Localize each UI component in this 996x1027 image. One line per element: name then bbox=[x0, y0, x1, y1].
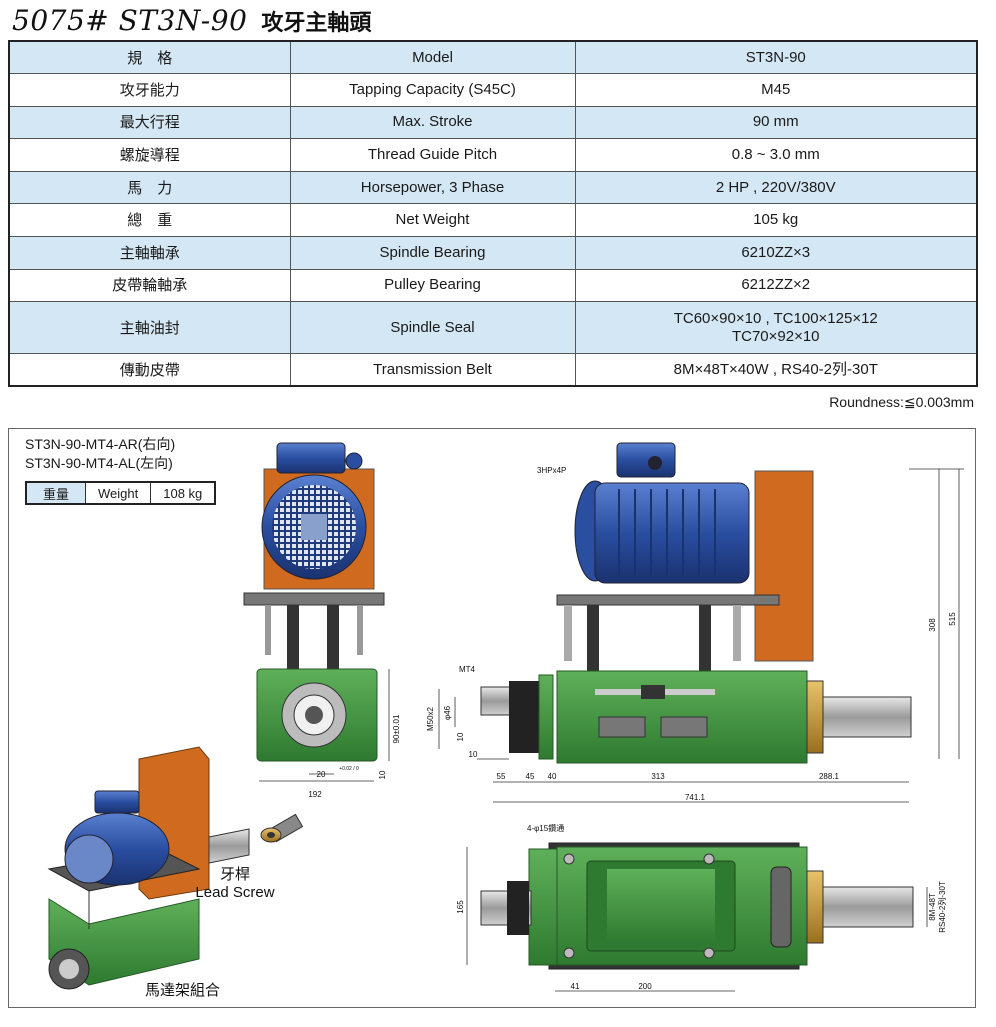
page-title: 5075# ST3N-90 攻牙主軸頭 bbox=[12, 4, 371, 40]
front-view bbox=[243, 442, 390, 782]
dim-741: 741.1 bbox=[685, 793, 706, 802]
motor-spec-label: 3HPx4P bbox=[537, 466, 566, 475]
spec-label-en: Net Weight bbox=[289, 203, 576, 238]
spec-label-en: Model bbox=[289, 40, 576, 75]
spec-label-cn: 最大行程 bbox=[8, 105, 291, 140]
spec-label-en: Spindle Seal bbox=[289, 301, 576, 355]
dim-90: 90±0.01 bbox=[392, 714, 401, 743]
model-number: 5075# ST3N-90 bbox=[12, 4, 248, 37]
spec-value: M45 bbox=[574, 73, 978, 107]
spec-value: 2 HP , 220V/380V bbox=[574, 170, 978, 205]
dim-10c: 10 bbox=[469, 750, 478, 759]
dim-41: 41 bbox=[571, 982, 580, 991]
dim-20-tol: +0.02 / 0 bbox=[339, 766, 359, 772]
bolt-holes-label: 4-φ15鑽通 bbox=[527, 823, 564, 833]
dim-313: 313 bbox=[651, 772, 665, 781]
lead-screw-part bbox=[260, 813, 304, 843]
dim-45: 45 bbox=[526, 772, 535, 781]
variant-ar: ST3N-90-MT4-AR(右向) bbox=[25, 436, 176, 452]
dim-10b: 10 bbox=[456, 732, 465, 741]
spec-label-en: Spindle Bearing bbox=[289, 236, 576, 270]
dim-288: 288.1 bbox=[819, 772, 840, 781]
spec-label-cn: 規 格 bbox=[8, 40, 291, 75]
weight-table: 重量 Weight 108 kg bbox=[25, 481, 217, 505]
technical-drawing: 牙桿 Lead Screw 馬達架組合 3HPx4P MT4 4-φ15鑽通 2… bbox=[47, 442, 964, 999]
dim-192: 192 bbox=[308, 790, 322, 799]
spec-label-cn: 攻牙能力 bbox=[8, 73, 291, 107]
dim-515: 515 bbox=[948, 612, 957, 626]
spec-label-cn: 主軸油封 bbox=[8, 301, 291, 355]
drawing-panel: ST3N-90-MT4-AR(右向) ST3N-90-MT4-AL(左向) 重量… bbox=[8, 428, 976, 1008]
spec-label-en: Transmission Belt bbox=[289, 353, 576, 387]
dim-m50: M50x2 bbox=[426, 706, 435, 731]
spec-label-en: Tapping Capacity (S45C) bbox=[289, 73, 576, 107]
variant-list: ST3N-90-MT4-AR(右向) ST3N-90-MT4-AL(左向) bbox=[25, 435, 175, 473]
mt4-label: MT4 bbox=[459, 665, 476, 674]
weight-en: Weight bbox=[85, 481, 152, 505]
belt-spec-2: RS40-2列-30T bbox=[937, 881, 947, 933]
roundness-note: Roundness:≦0.003mm bbox=[829, 394, 974, 410]
dim-40: 40 bbox=[548, 772, 557, 781]
dim-55: 55 bbox=[497, 772, 506, 781]
spec-label-en: Thread Guide Pitch bbox=[289, 138, 576, 172]
motor-mount-label: 馬達架組合 bbox=[145, 982, 220, 999]
spec-label-cn: 螺旋導程 bbox=[8, 138, 291, 172]
spec-value: 0.8 ~ 3.0 mm bbox=[574, 138, 978, 172]
spec-value: 90 mm bbox=[574, 105, 978, 140]
spec-value-line: TC70×92×10 bbox=[731, 327, 820, 345]
weight-value: 108 kg bbox=[150, 481, 216, 505]
variant-al: ST3N-90-MT4-AL(左向) bbox=[25, 455, 173, 471]
spec-label-en: Max. Stroke bbox=[289, 105, 576, 140]
side-view bbox=[438, 442, 964, 803]
spec-value: ST3N-90 bbox=[574, 40, 978, 75]
spec-label-cn: 總 重 bbox=[8, 203, 291, 238]
belt-spec-1: 8M-48T bbox=[928, 893, 937, 921]
lead-screw-label-en: Lead Screw bbox=[195, 884, 274, 901]
spec-value: 8M×48T×40W , RS40-2列-30T bbox=[574, 353, 978, 387]
spec-label-cn: 皮帶輪軸承 bbox=[8, 268, 291, 303]
spec-label-en: Horsepower, 3 Phase bbox=[289, 170, 576, 205]
spec-value: 6212ZZ×2 bbox=[574, 268, 978, 303]
dim-10a: 10 bbox=[378, 770, 387, 779]
plan-view bbox=[466, 842, 928, 992]
spec-value: 6210ZZ×3 bbox=[574, 236, 978, 270]
dim-165: 165 bbox=[456, 900, 465, 914]
dim-20: 20 bbox=[317, 770, 326, 779]
dim-phi46: φ46 bbox=[443, 705, 452, 720]
spec-value-line: TC60×90×10 , TC100×125×12 bbox=[673, 309, 878, 327]
spec-label-cn: 馬 力 bbox=[8, 170, 291, 205]
dim-308: 308 bbox=[928, 618, 937, 632]
spec-value: 105 kg bbox=[574, 203, 978, 238]
weight-cn: 重量 bbox=[25, 481, 87, 505]
spec-label-cn: 傳動皮帶 bbox=[8, 353, 291, 387]
product-name: 攻牙主軸頭 bbox=[261, 11, 372, 36]
isometric-view bbox=[47, 746, 304, 990]
lead-screw-label-cn: 牙桿 bbox=[220, 866, 250, 883]
spec-label-cn: 主軸軸承 bbox=[8, 236, 291, 270]
dim-200: 200 bbox=[638, 982, 652, 991]
spec-label-en: Pulley Bearing bbox=[289, 268, 576, 303]
